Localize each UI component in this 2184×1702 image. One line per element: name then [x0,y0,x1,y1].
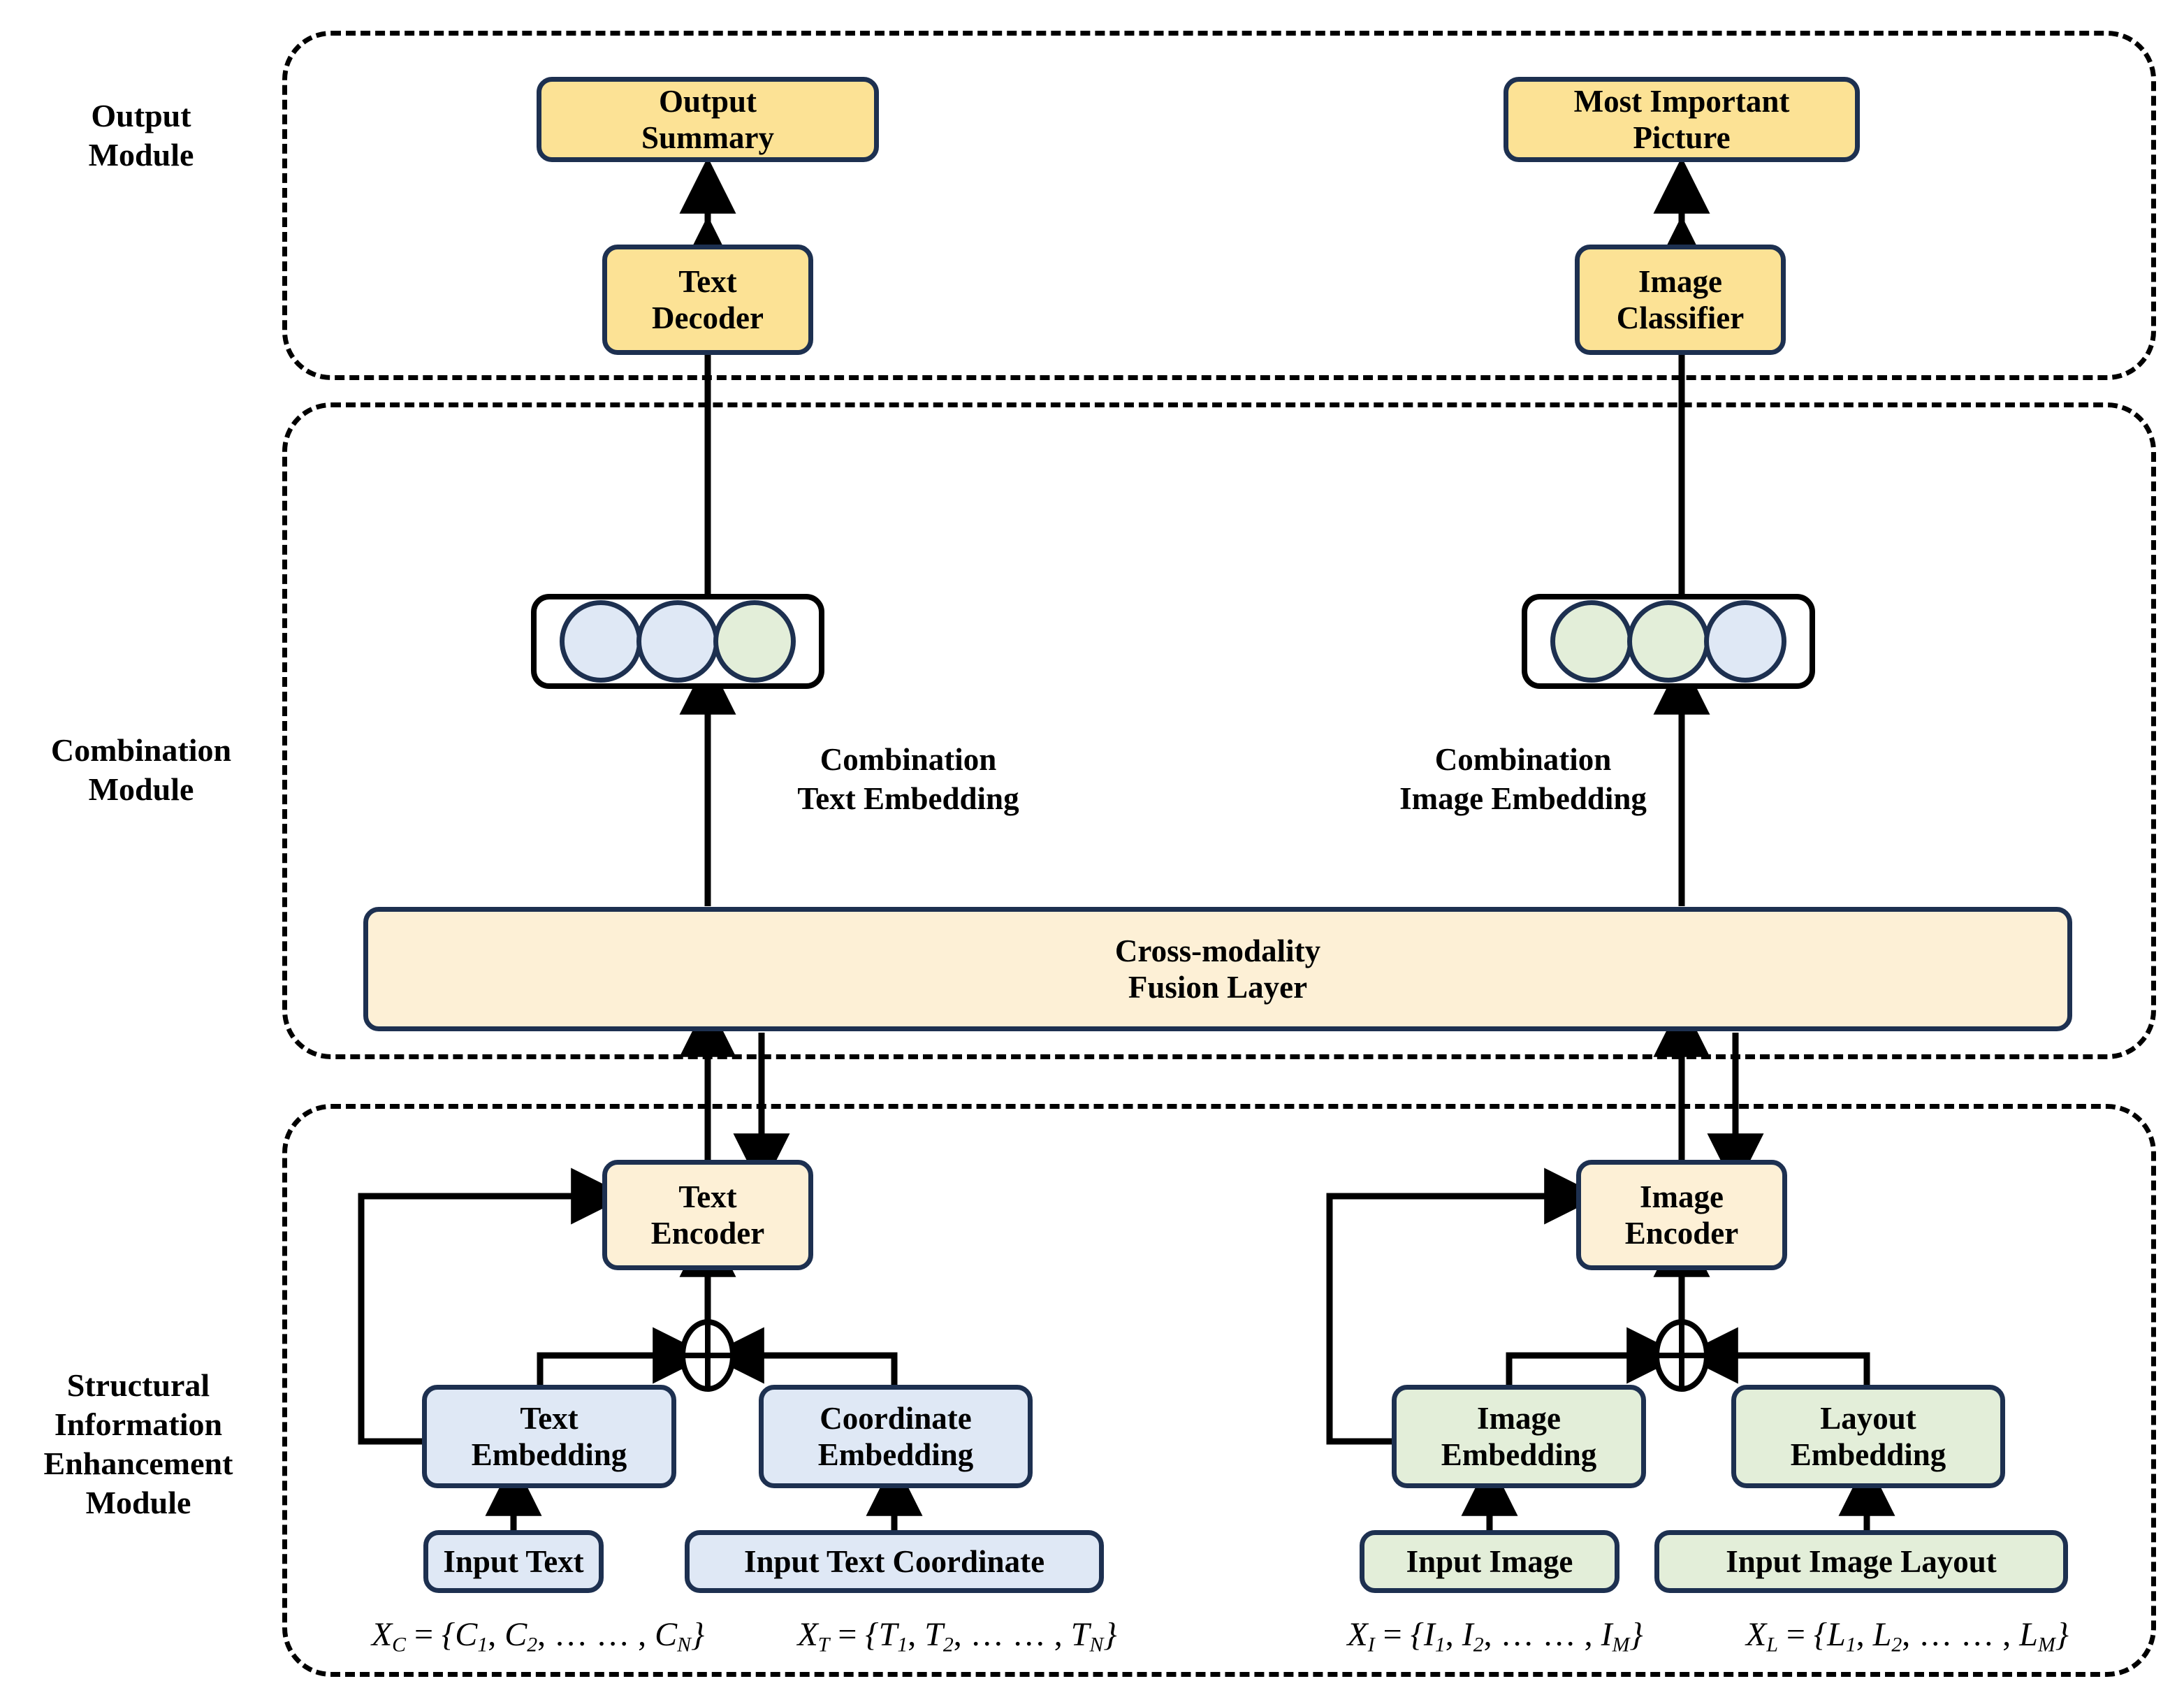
node-input-image[interactable]: Input Image [1360,1530,1619,1593]
combination-text-embedding-strip [531,594,824,689]
node-text-encoder[interactable]: Text Encoder [602,1160,813,1270]
embedding-dot-2 [1627,600,1710,683]
formula-x-t: XT = {T1, T2, … … , TN} [797,1616,1117,1657]
module-label-output: Output Module [88,98,194,173]
combination-image-embedding-strip [1522,594,1815,689]
embedding-dot-2 [636,600,719,683]
node-text-embedding[interactable]: Text Embedding [422,1385,676,1488]
embedding-dot-3 [713,600,796,683]
node-cross-modality-fusion-layer[interactable]: Cross-modality Fusion Layer [363,907,2072,1031]
module-structural-container [282,1104,2156,1677]
node-text-decoder[interactable]: Text Decoder [602,245,813,355]
module-combination-container [282,402,2156,1059]
node-coordinate-embedding[interactable]: Coordinate Embedding [759,1385,1033,1488]
caption-combination-image-embedding: Combination Image Embedding [1399,742,1647,816]
module-output-container [282,31,2156,380]
node-layout-embedding[interactable]: Layout Embedding [1731,1385,2005,1488]
node-input-image-layout[interactable]: Input Image Layout [1654,1530,2068,1593]
embedding-dot-3 [1704,600,1786,683]
embedding-dot-1 [1550,600,1633,683]
caption-combination-text-embedding: Combination Text Embedding [797,742,1019,816]
node-input-text[interactable]: Input Text [423,1530,604,1593]
formula-x-c: XC = {C1, C2, … … , CN} [371,1616,705,1657]
node-input-text-coordinate[interactable]: Input Text Coordinate [685,1530,1104,1593]
plus-operator-text [680,1319,736,1392]
node-output-summary[interactable]: Output Summary [537,77,879,162]
formula-x-l: XL = {L1, L2, … … , LM} [1745,1616,2069,1657]
node-image-classifier[interactable]: Image Classifier [1575,245,1786,355]
plus-operator-image [1654,1319,1710,1392]
node-image-embedding[interactable]: Image Embedding [1392,1385,1646,1488]
embedding-dot-1 [560,600,642,683]
module-label-structural: Structural Information Enhancement Modul… [43,1367,233,1521]
node-most-important-picture[interactable]: Most Important Picture [1504,77,1860,162]
module-label-combination: Combination Module [50,732,232,808]
node-image-encoder[interactable]: Image Encoder [1576,1160,1787,1270]
formula-x-i: XI = {I1, I2, … … , IM} [1347,1616,1643,1657]
